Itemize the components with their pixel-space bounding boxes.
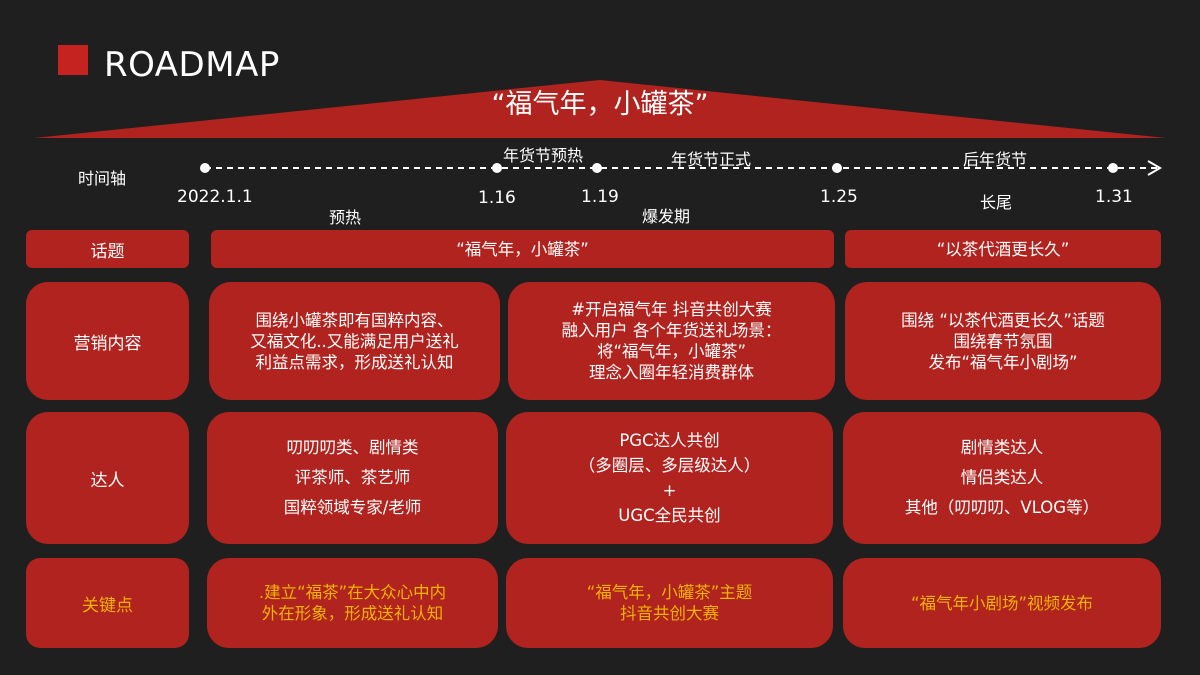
marketing-2-line-1: #开启福气年 抖音共创大赛 xyxy=(571,300,772,319)
influencers-1-line-1: 叨叨叨类、剧情类 xyxy=(286,438,419,457)
timeline-dot-3 xyxy=(592,163,602,173)
date-1-25: 1.25 xyxy=(820,187,858,207)
phase-pre-festival: 年货节预热 xyxy=(503,146,584,165)
topic-late-cell: “以茶代酒更长久” xyxy=(845,230,1161,268)
influencers-1-line-3: 国粹领域专家/老师 xyxy=(283,498,422,517)
marketing-3-line-2: 围绕春节氛围 xyxy=(953,331,1053,351)
timeline-dot-5 xyxy=(1108,163,1118,173)
row-label-topic: 话题 xyxy=(26,230,189,268)
marketing-cell-3: 围绕 “以茶代酒更长久”话题 围绕春节氛围 发布“福气年小剧场” xyxy=(845,282,1161,400)
page-title: ROADMAP xyxy=(104,45,280,85)
keypoints-1-line-1: .建立“福茶”在大众心中内 xyxy=(258,583,447,602)
marketing-1-line-2: 又福文化..又能满足用户送礼 xyxy=(250,331,459,351)
influencers-2-line-1: PGC达人共创 xyxy=(619,431,720,450)
timeline: 时间轴 年货节预热 年货节正式 后年货节 2022.1.1 1.16 1.19 … xyxy=(0,140,1200,230)
keypoints-cell-1: .建立“福茶”在大众心中内 外在形象，形成送礼认知 xyxy=(207,558,498,648)
phase-festival: 年货节正式 xyxy=(671,150,752,169)
marketing-1-line-1: 围绕小罐茶即有国粹内容、 xyxy=(255,310,454,330)
topic-main-text: “福气年，小罐茶” xyxy=(456,239,589,259)
marketing-2-line-4: 理念入圈年轻消费群体 xyxy=(589,363,754,382)
title-square-icon xyxy=(58,45,88,75)
phase-long-tail: 长尾 xyxy=(980,193,1013,212)
phase-burst: 爆发期 xyxy=(642,207,691,226)
keypoints-1-line-2: 外在形象，形成送礼认知 xyxy=(261,604,444,623)
topic-main-cell: “福气年，小罐茶” xyxy=(211,230,834,268)
date-1-16: 1.16 xyxy=(478,188,516,208)
keypoints-cell-3: “福气年小剧场”视频发布 xyxy=(843,558,1161,648)
keypoints-3-line-1: “福气年小剧场”视频发布 xyxy=(910,593,1094,613)
row-label-influencers: 达人 xyxy=(26,412,189,544)
marketing-cell-2: #开启福气年 抖音共创大赛 融入用户 各个年货送礼场景： 将“福气年，小罐茶” … xyxy=(508,282,835,400)
influencers-cell-3: 剧情类达人 情侣类达人 其他（叨叨叨、VLOG等） xyxy=(843,412,1161,544)
influencers-2-line-2: （多圈层、多层级达人） xyxy=(578,456,761,475)
influencers-2-line-4: UGC全民共创 xyxy=(618,506,721,525)
topic-late-text: “以茶代酒更长久” xyxy=(936,239,1070,259)
date-start: 2022.1.1 xyxy=(177,187,253,207)
row-label-marketing: 营销内容 xyxy=(26,282,189,400)
influencers-cell-1: 叨叨叨类、剧情类 评茶师、茶艺师 国粹领域专家/老师 xyxy=(207,412,498,544)
keypoints-2-line-2: 抖音共创大赛 xyxy=(620,604,719,623)
roof-banner xyxy=(34,80,1166,138)
influencers-3-line-3: 其他（叨叨叨、VLOG等） xyxy=(904,498,1100,517)
timeline-dot-1 xyxy=(200,163,210,173)
marketing-3-line-1: 围绕 “以茶代酒更长久”话题 xyxy=(901,310,1105,330)
influencers-2-line-3: + xyxy=(662,481,677,500)
marketing-3-line-3: 发布“福气年小剧场” xyxy=(928,352,1078,372)
influencers-3-line-2: 情侣类达人 xyxy=(960,468,1044,487)
timeline-dot-2 xyxy=(492,163,502,173)
timeline-axis xyxy=(200,160,1162,176)
marketing-1-line-3: 利益点需求，形成送礼认知 xyxy=(255,352,454,372)
timeline-axis-label: 时间轴 xyxy=(78,169,127,188)
keypoints-cell-2: “福气年，小罐茶”主题 抖音共创大赛 xyxy=(506,558,833,648)
phase-post-festival: 后年货节 xyxy=(963,150,1028,169)
marketing-2-line-3: 将“福气年，小罐茶” xyxy=(596,342,747,361)
slogan: “福气年，小罐茶” xyxy=(491,89,709,120)
marketing-cell-1: 围绕小罐茶即有国粹内容、 又福文化..又能满足用户送礼 利益点需求，形成送礼认知 xyxy=(209,282,500,400)
influencers-1-line-2: 评茶师、茶艺师 xyxy=(294,468,411,487)
phase-warmup: 预热 xyxy=(329,208,362,227)
marketing-2-line-2: 融入用户 各个年货送礼场景： xyxy=(561,321,782,340)
row-label-keypoints: 关键点 xyxy=(26,558,189,648)
timeline-dot-4 xyxy=(832,163,842,173)
keypoints-2-line-1: “福气年，小罐茶”主题 xyxy=(586,583,753,602)
date-1-31: 1.31 xyxy=(1095,187,1133,207)
date-1-19: 1.19 xyxy=(581,187,619,207)
influencers-cell-2: PGC达人共创 （多圈层、多层级达人） + UGC全民共创 xyxy=(506,412,833,544)
influencers-3-line-1: 剧情类达人 xyxy=(960,438,1044,457)
